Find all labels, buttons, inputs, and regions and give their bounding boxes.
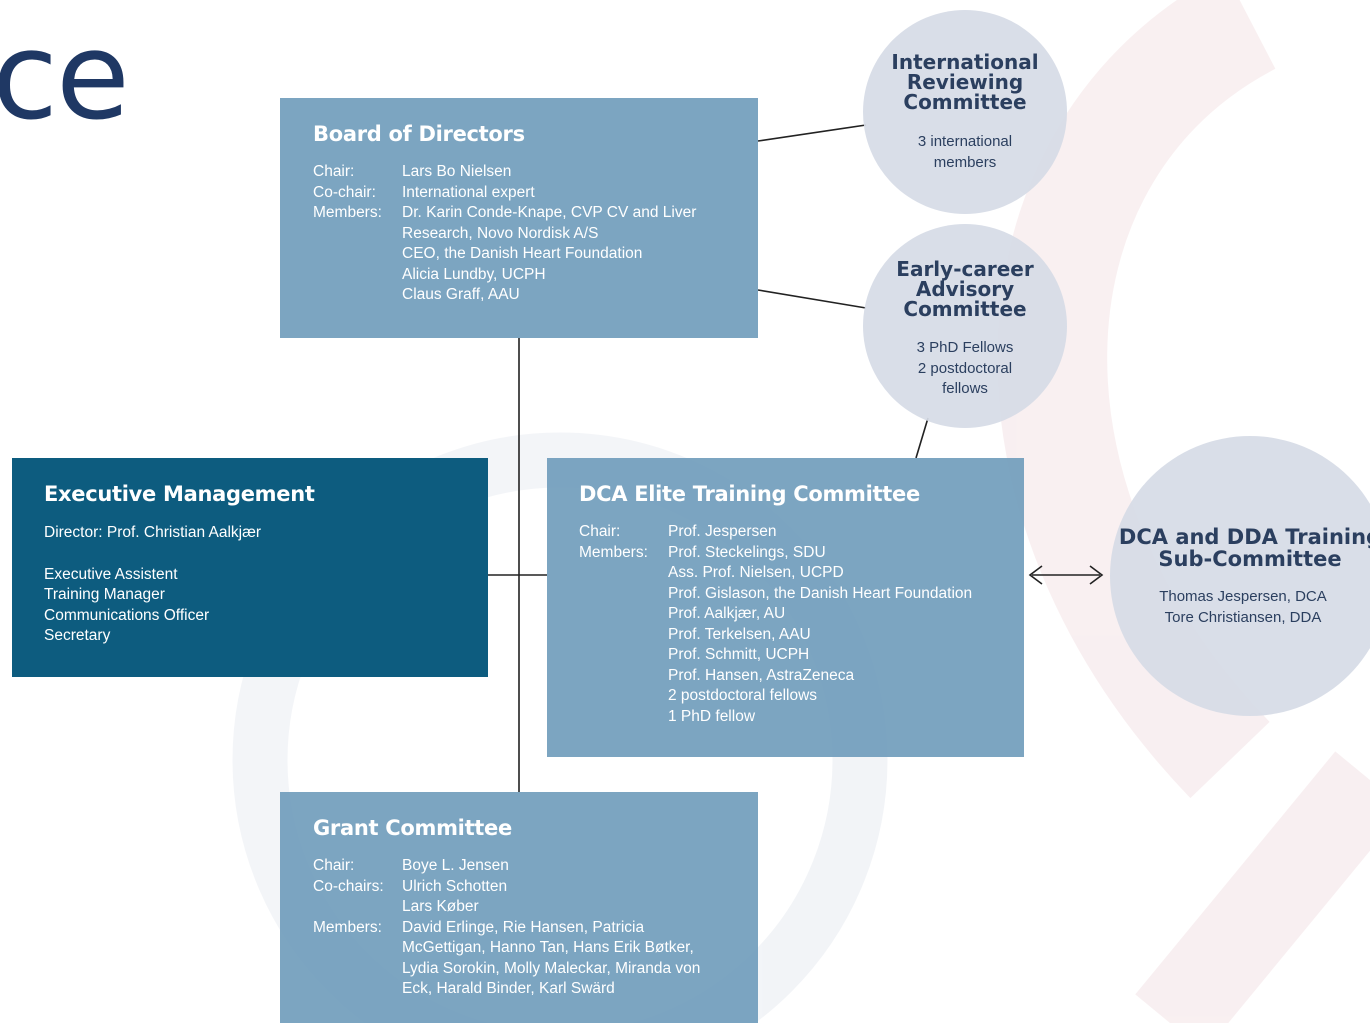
grant-role-members: Members: [313,918,382,936]
board-row-cochair: Co-chair: International expert [313,183,758,204]
arrowhead-right [1089,565,1104,585]
elite-role-chair: Chair: [579,523,621,540]
subcommittee-body-line: Thomas Jespersen, DCA [1159,588,1327,605]
grant-role-cochairs: Co-chairs: [313,877,384,895]
board-member-list: Dr. Karin Conde-Knape, CVP CV and Liver … [402,203,758,306]
board-cochair-name: International expert [402,183,535,201]
international-title: International Reviewing Committee [863,52,1067,112]
board-member-line: Research, Novo Nordisk A/S [402,224,599,242]
connector-board-to-international [757,124,867,142]
elite-member-line: Prof. Schmitt, UCPH [668,646,810,663]
elite-row-members: Members: Prof. Steckelings, SDU Ass. Pro… [579,543,1024,728]
grant-cochair-list: Ulrich Schotten Lars Køber [402,877,758,918]
early-career-body: 3 PhD Fellows 2 postdoctoral fellows [863,338,1067,400]
grant-member-list: David Erlinge, Rie Hansen, Patricia McGe… [402,918,758,1000]
board-member-line: CEO, the Danish Heart Foundation [402,245,643,262]
board-row-members: Members: Dr. Karin Conde-Knape, CVP CV a… [313,203,758,306]
early-career-title: Early-career Advisory Committee [863,259,1067,319]
elite-title: DCA Elite Training Committee [579,482,920,506]
training-subcommittee-circle: DCA and DDA Training Sub-Committee Thoma… [1110,436,1370,716]
elite-member-line: Prof. Aalkjær, AU [668,605,786,622]
executive-management-box: Executive Management Director: Prof. Chr… [12,458,488,677]
early-career-body-line: 2 postdoctoral [917,359,1013,377]
early-career-body-line: fellows [942,380,988,397]
grant-chair-name: Boye L. Jensen [402,857,509,874]
elite-member-line: Ass. Prof. Nielsen, UCPD [668,564,844,581]
early-career-advisory-committee-circle: Early-career Advisory Committee 3 PhD Fe… [863,224,1067,428]
subcommittee-body-line: Tore Christiansen, DDA [1164,608,1322,626]
slide-title-fragment: ce [0,8,130,147]
elite-member-line: Prof. Gislason, the Danish Heart Foundat… [668,584,973,602]
grant-member-line: Lydia Sorokin, Molly Maleckar, Miranda v… [402,959,701,977]
subcommittee-title-line: Sub-Committee [1158,547,1342,571]
elite-row-chair: Chair: Prof. Jespersen [579,522,1024,543]
board-of-directors-box: Board of Directors Chair: Lars Bo Nielse… [280,98,758,338]
early-career-title-line: Advisory [915,277,1015,301]
board-title: Board of Directors [313,122,525,146]
board-role-cochair: Co-chair: [313,183,376,201]
international-title-line: Committee [903,90,1027,114]
elite-member-line: Prof. Steckelings, SDU [668,543,826,561]
elite-chair-name: Prof. Jespersen [668,523,777,540]
early-career-title-line: Early-career [896,257,1034,281]
elite-member-list: Prof. Steckelings, SDU Ass. Prof. Nielse… [668,543,1024,728]
connector-early-career-to-elite [915,417,929,459]
grant-row-chair: Chair: Boye L. Jensen [313,856,758,877]
international-body-line: 3 international [917,133,1013,150]
board-chair-name: Lars Bo Nielsen [402,163,512,180]
grant-title: Grant Committee [313,816,512,840]
international-reviewing-committee-circle: International Reviewing Committee 3 inte… [863,10,1067,214]
subcommittee-title-line: DCA and DDA Training [1118,525,1370,549]
board-row-chair: Chair: Lars Bo Nielsen [313,162,758,183]
elite-member-line: 1 PhD fellow [668,707,756,725]
board-role-members: Members: [313,204,382,221]
connectors [488,124,1104,792]
subcommittee-title: DCA and DDA Training Sub-Committee [1110,526,1370,570]
international-body: 3 international members [863,132,1067,173]
subcommittee-body: Thomas Jespersen, DCA Tore Christiansen,… [1096,587,1370,628]
grant-row-cochairs: Co-chairs: Ulrich Schotten Lars Køber [313,877,758,918]
watermark-stroke [1135,751,1370,1023]
elite-member-line: Prof. Hansen, AstraZeneca [668,666,855,684]
executive-staff-item: Executive Assistent [44,565,178,583]
grant-member-line: David Erlinge, Rie Hansen, Patricia [402,918,645,936]
international-body-line: members [933,153,997,171]
grant-cochair-line: Ulrich Schotten [402,877,508,895]
board-member-line: Dr. Karin Conde-Knape, CVP CV and Liver [402,204,697,221]
board-member-line: Claus Graff, AAU [402,286,520,303]
arrowhead-left [1028,565,1043,585]
executive-staff-item: Communications Officer [44,606,210,624]
grant-members: Chair: Boye L. Jensen Co-chairs: Ulrich … [313,856,758,1000]
elite-training-committee-box: DCA Elite Training Committee Chair: Prof… [547,458,1024,757]
connector-board-to-early-career [757,289,867,309]
international-title-line: International [891,50,1039,74]
grant-role-chair: Chair: [313,857,355,874]
elite-role-members: Members: [579,543,648,561]
executive-staff-item: Secretary [44,627,111,644]
early-career-title-line: Committee [903,297,1027,321]
international-title-line: Reviewing [906,70,1024,94]
executive-staff-item: Training Manager [44,586,165,603]
elite-member-line: 2 postdoctoral fellows [668,687,818,704]
board-members: Chair: Lars Bo Nielsen Co-chair: Interna… [313,162,758,306]
grant-row-members: Members: David Erlinge, Rie Hansen, Patr… [313,918,758,1000]
grant-member-line: Eck, Harald Binder, Karl Swärd [402,980,615,997]
grant-committee-box: Grant Committee Chair: Boye L. Jensen Co… [280,792,758,1023]
elite-member-line: Prof. Terkelsen, AAU [668,625,811,643]
early-career-body-line: 3 PhD Fellows [916,339,1014,356]
executive-title: Executive Management [44,482,315,506]
grant-cochair-line: Lars Køber [402,898,479,915]
elite-members: Chair: Prof. Jespersen Members: Prof. St… [579,522,1024,727]
executive-staff-list: Executive Assistent Training Manager Com… [44,565,488,647]
board-member-line: Alicia Lundby, UCPH [402,265,546,283]
board-role-chair: Chair: [313,163,355,180]
grant-member-line: McGettigan, Hanno Tan, Hans Erik Bøtker, [402,939,694,956]
executive-director: Director: Prof. Christian Aalkjær [44,524,262,541]
